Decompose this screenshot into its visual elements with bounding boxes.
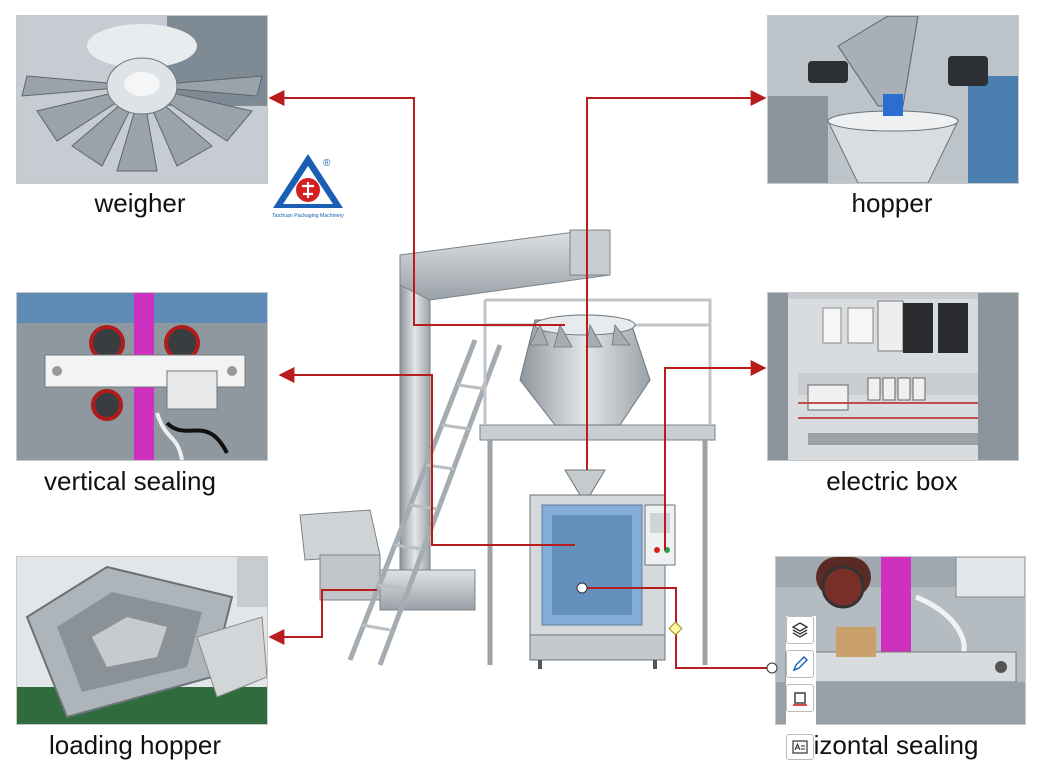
vertical-sealing-label: vertical sealing (44, 466, 216, 496)
weigher-label: weigher (94, 188, 186, 218)
layers-button[interactable] (786, 616, 814, 644)
crop-button[interactable] (786, 684, 814, 712)
company-logo: ® Taichuan Packaging Machinery (267, 152, 349, 220)
hopper-photo (767, 15, 1019, 184)
annotation-toolbar (786, 616, 816, 726)
text-recognition-icon (792, 740, 808, 754)
packaging-machine-illustration (290, 225, 730, 670)
electric-box-photo (767, 292, 1019, 461)
pen-button[interactable] (786, 650, 814, 678)
vertical-sealing-photo (16, 292, 268, 461)
horizontal-sealing-photo (775, 556, 1026, 725)
company-name: Taichuan Packaging Machinery (272, 213, 344, 219)
crop-icon (793, 692, 807, 706)
text-recognition-button[interactable] (786, 734, 814, 760)
horizontal-sealing-label: rizontal sealing (805, 730, 979, 760)
registered-mark: ® (323, 158, 331, 169)
loading-hopper-label: loading hopper (48, 730, 222, 760)
weigher-photo (16, 15, 268, 184)
hopper-label: hopper (851, 188, 933, 218)
layers-icon (791, 622, 809, 638)
loading-hopper-photo (16, 556, 268, 725)
electric-box-label: electric box (826, 466, 958, 496)
pen-icon (792, 656, 808, 672)
